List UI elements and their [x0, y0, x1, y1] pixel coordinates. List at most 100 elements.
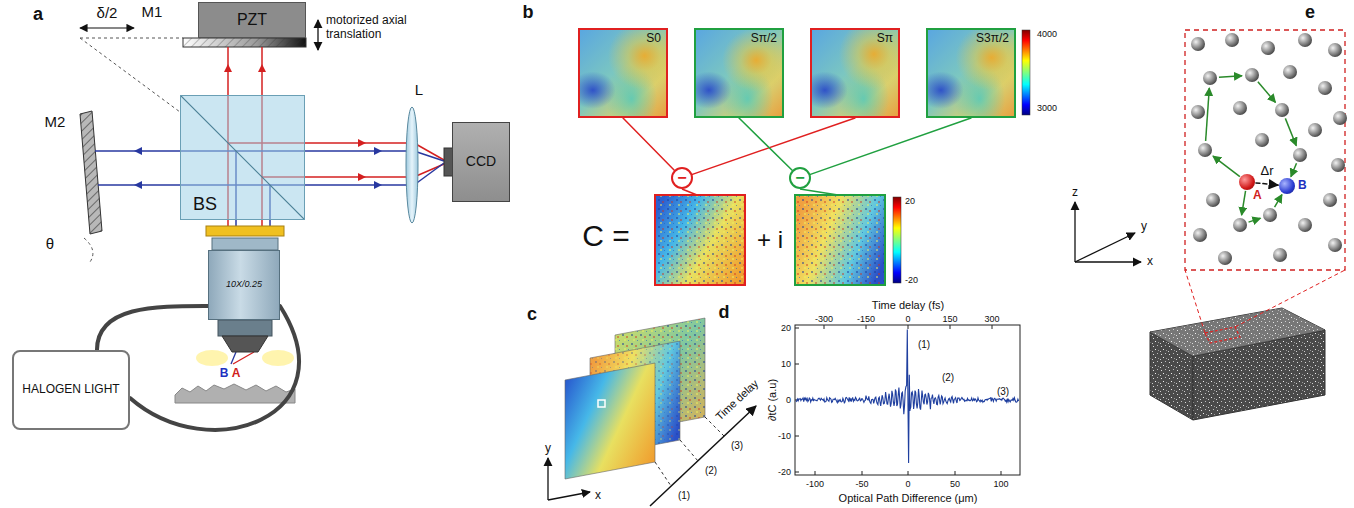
colorbar-tick: 3000: [1037, 103, 1057, 113]
scatterer-sphere: [1273, 248, 1287, 262]
axis-tick: -100: [806, 479, 824, 489]
sample-block: [1205, 327, 1240, 343]
scatterer-sphere: [1331, 158, 1345, 172]
axis-title: Optical Path Difference (μm): [839, 492, 978, 505]
scatterer-sphere: [1275, 103, 1289, 117]
axis-label: y: [1141, 220, 1147, 234]
light-beams: [233, 352, 254, 364]
fiber-cable: [97, 306, 208, 350]
callout-number: (2): [705, 465, 717, 477]
subtraction-line: [692, 118, 855, 174]
scatterer-sphere: [1323, 193, 1337, 207]
objective-parts: [218, 320, 272, 336]
scattering-path: [1249, 218, 1261, 222]
axis-label: x: [1147, 255, 1153, 269]
ccd-camera: CCD: [452, 122, 510, 202]
objective-parts: [196, 350, 228, 366]
time-stack: [565, 363, 655, 479]
scatterer-sphere: [1233, 218, 1247, 232]
mirror-m2: [80, 111, 102, 262]
equation-text: + i: [757, 226, 783, 254]
result-image: [800, 189, 838, 195]
mirror-label: M2: [45, 113, 66, 130]
axis-tick: -20: [778, 467, 791, 477]
fiber-cable: [130, 306, 299, 430]
axis-tick: -10: [778, 431, 791, 441]
scatterer-sphere: [1255, 133, 1269, 147]
node-text: BS: [193, 195, 217, 215]
axis-tick: 0: [905, 314, 910, 324]
scatterer-sphere: [1293, 148, 1307, 162]
point-label: A: [232, 367, 241, 381]
light-beams: [358, 173, 366, 181]
mirror-m1: [183, 38, 306, 47]
time-stack: [680, 440, 698, 461]
path-difference-arrow: [80, 27, 134, 28]
scatterer-sphere: [1198, 143, 1212, 157]
mirror-m1: [183, 38, 306, 47]
scattering-box: [1185, 30, 1345, 270]
lens-label: L: [415, 81, 423, 98]
sample: [175, 384, 295, 403]
panel-letter: b: [523, 2, 534, 23]
phase-image: S3π/2: [926, 28, 1016, 118]
axis-tick: -300: [815, 314, 833, 324]
scattering-path: [1291, 163, 1297, 176]
node-text: CCD: [466, 154, 496, 169]
scatterer-sphere: [1218, 251, 1232, 265]
scattering-path: [1219, 76, 1242, 78]
scatterer-sphere: [1245, 68, 1259, 82]
axis-tick: -150: [857, 314, 875, 324]
node-text: S3π/2: [976, 32, 1009, 45]
light-beams: [358, 139, 366, 147]
lens: [406, 107, 418, 223]
minus-operator: −: [789, 167, 811, 189]
time-stack: [548, 492, 590, 500]
node-text: Sπ/2: [751, 32, 777, 45]
scatterer-sphere: [1328, 43, 1342, 57]
light-beams: [258, 64, 266, 72]
panel-letter: e: [1305, 2, 1315, 23]
panel-letter: c: [527, 304, 537, 325]
callout-number: (1): [918, 339, 930, 351]
edge-label: Δr: [1258, 164, 1275, 179]
scatterer-sphere: [1191, 37, 1205, 51]
path-difference-arrow: [80, 38, 183, 39]
result-image: [795, 195, 885, 285]
node-text: PZT: [237, 11, 267, 29]
light-beams: [414, 151, 444, 161]
node-text: Sπ: [877, 32, 893, 45]
node-text: 10X/0.25: [226, 280, 262, 290]
sample-block: [1150, 308, 1325, 356]
mirror-m1: [183, 38, 306, 47]
axes-3d: [1075, 202, 1141, 262]
scattering-box: [1191, 33, 1347, 265]
time-stack: [598, 400, 605, 407]
result-image: [655, 195, 745, 285]
axis-title: ∂tC (a.u): [766, 379, 779, 421]
scatterer-sphere: [1206, 193, 1220, 207]
scattering-box: [1185, 30, 1347, 270]
plot-axes: [795, 325, 1020, 475]
axis-label: y: [545, 442, 551, 456]
stage-note: motorized axial translation: [326, 14, 426, 42]
pzt-actuator: PZT: [198, 2, 306, 38]
light-source-box: HALOGEN LIGHT: [12, 350, 130, 430]
subtraction-line: [810, 118, 971, 174]
scatterer-sphere: [1233, 101, 1247, 115]
scattering-path: [1206, 88, 1210, 141]
scatterer-sphere: [1193, 228, 1207, 242]
axes-3d: [1075, 261, 1141, 262]
axis-label: z: [1072, 186, 1078, 200]
objective-parts: [212, 238, 278, 250]
time-stack: [650, 406, 756, 506]
light-beams: [134, 181, 142, 189]
scattering-box: [1206, 76, 1297, 222]
mirror-label: M1: [142, 3, 163, 20]
scatterer-sphere: [1263, 208, 1277, 222]
microscope-objective: 10X/0.25: [208, 250, 280, 320]
phase-image: S0: [578, 28, 668, 118]
light-beams: [374, 147, 382, 155]
